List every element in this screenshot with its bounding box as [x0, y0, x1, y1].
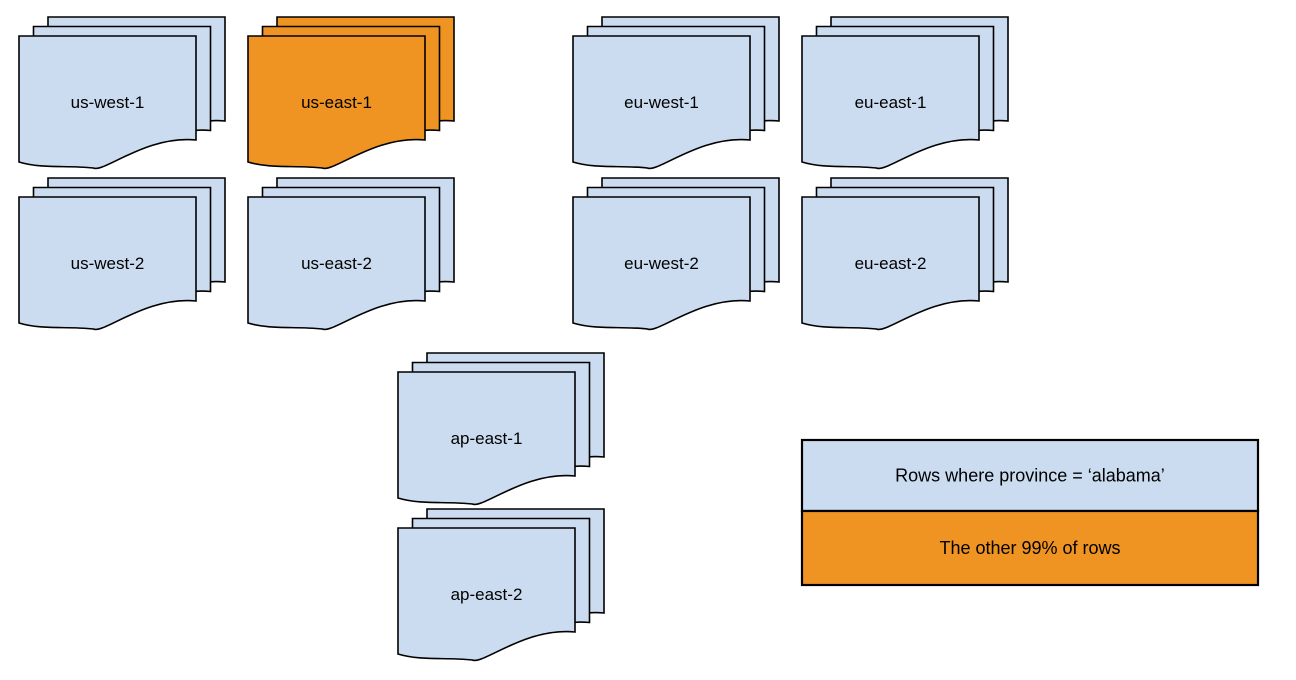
- document-stack-ap-east-1[interactable]: ap-east-1: [397, 352, 605, 506]
- stack-label-us-east-1: us-east-1: [301, 93, 372, 112]
- document-stack-eu-east-1[interactable]: eu-east-1: [801, 16, 1009, 170]
- stack-sheet-front: [572, 196, 751, 331]
- legend-blue-label: Rows where province = ‘alabama’: [895, 465, 1165, 485]
- stack-label-us-east-2: us-east-2: [301, 254, 372, 273]
- legend-swatch-2: [800, 509, 1260, 587]
- document-stack-us-west-1[interactable]: us-west-1: [18, 16, 226, 170]
- stack-sheet-front: [247, 196, 426, 331]
- stack-sheet-front: [18, 196, 197, 331]
- document-stack-eu-west-1[interactable]: eu-west-1: [572, 16, 780, 170]
- stack-sheet-front: [397, 527, 576, 662]
- stack-sheet-front: [572, 35, 751, 170]
- document-stack-us-east-1[interactable]: us-east-1: [247, 16, 455, 170]
- legend: Rows where province = ‘alabama’ The other…: [800, 438, 1260, 587]
- stack-sheet-front: [18, 35, 197, 170]
- stack-label-eu-west-2: eu-west-2: [624, 254, 699, 273]
- stack-sheet-front: [801, 35, 980, 170]
- stack-sheet-front: [247, 35, 426, 170]
- document-stack-us-west-2[interactable]: us-west-2: [18, 177, 226, 331]
- document-stack-us-east-2[interactable]: us-east-2: [247, 177, 455, 331]
- stack-label-us-west-1: us-west-1: [71, 93, 145, 112]
- document-stack-eu-east-2[interactable]: eu-east-2: [801, 177, 1009, 331]
- stack-label-ap-east-1: ap-east-1: [451, 429, 523, 448]
- document-stack-eu-west-2[interactable]: eu-west-2: [572, 177, 780, 331]
- stack-label-us-west-2: us-west-2: [71, 254, 145, 273]
- legend-orange-label: The other 99% of rows: [939, 538, 1120, 558]
- stack-sheet-front: [801, 196, 980, 331]
- stack-label-ap-east-2: ap-east-2: [451, 585, 523, 604]
- stack-label-eu-east-2: eu-east-2: [855, 254, 927, 273]
- stack-label-eu-east-1: eu-east-1: [855, 93, 927, 112]
- stack-label-eu-west-1: eu-west-1: [624, 93, 699, 112]
- stack-sheet-front: [397, 371, 576, 506]
- document-stack-ap-east-2[interactable]: ap-east-2: [397, 508, 605, 662]
